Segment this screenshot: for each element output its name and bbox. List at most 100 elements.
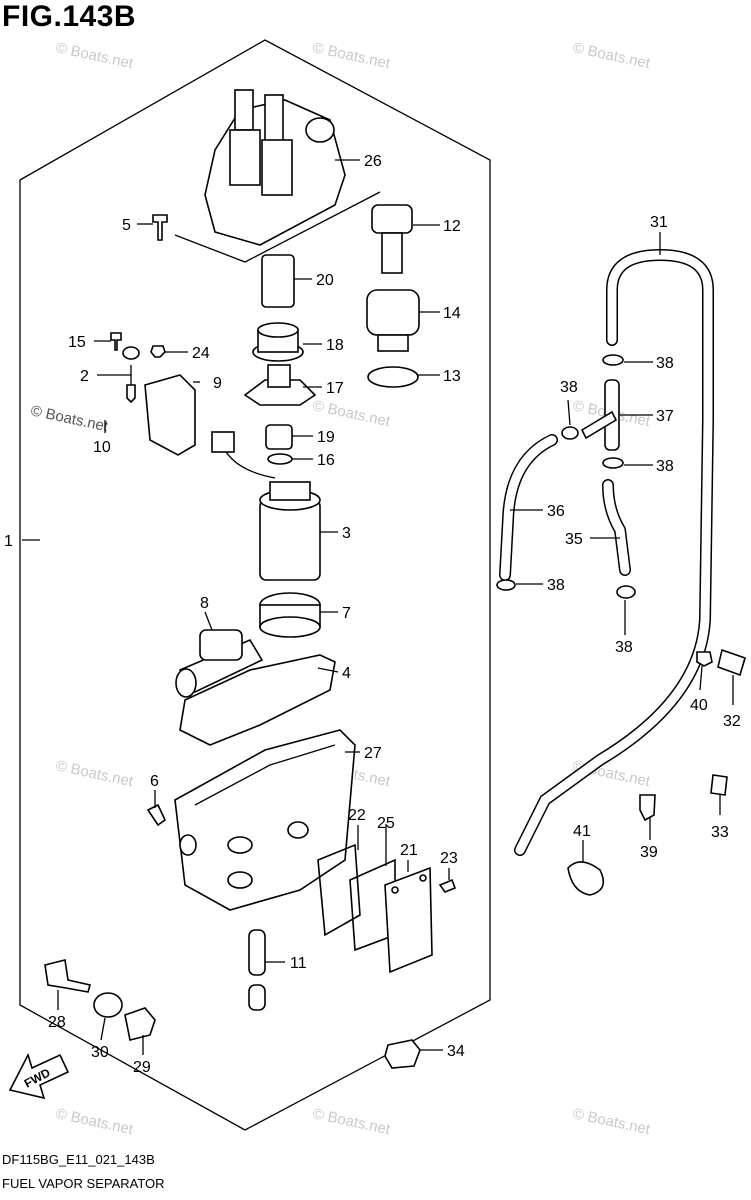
watermark: © Boats.net [54, 757, 135, 790]
callout-26: 26 [364, 153, 382, 170]
callout-40: 40 [690, 697, 708, 714]
callout-20: 20 [316, 272, 334, 289]
part-28-bolt [44, 959, 92, 993]
part-12-valve [371, 204, 413, 274]
callout-39: 39 [640, 844, 658, 861]
part-20-filter [261, 254, 295, 308]
watermark: © Boats.net [571, 39, 652, 72]
watermark: © Boats.net [54, 1105, 135, 1138]
part-36-hose-inner [500, 435, 557, 580]
hose-clips [496, 354, 636, 599]
part-11-pin [248, 984, 266, 1011]
part-13-o-ring [367, 366, 419, 388]
part-18-grommet [252, 322, 304, 362]
watermark: © Boats.net [54, 39, 135, 72]
callout-3: 3 [342, 525, 351, 542]
callout-10: 10 [93, 439, 111, 456]
part-14-holder [366, 289, 420, 352]
callout-19: 19 [317, 429, 335, 446]
callout-18: 18 [326, 337, 344, 354]
part-31-hose-inner [515, 250, 713, 855]
part-5-screw [152, 214, 168, 241]
part-33-clip [710, 774, 728, 796]
callout-4: 4 [342, 665, 351, 682]
callout-41: 41 [573, 823, 591, 840]
callout-25: 25 [377, 815, 395, 832]
part-41-band [567, 861, 605, 896]
callout-37: 37 [656, 408, 674, 425]
part-4-gasket [179, 654, 336, 746]
callout-24: 24 [192, 345, 210, 362]
part-8-filter-unit [175, 629, 264, 698]
part-16-o-ring [267, 453, 293, 465]
part-2-grommet [122, 346, 140, 360]
part-34-grommet [384, 1039, 421, 1069]
callout-33: 33 [711, 824, 729, 841]
part-15-screw [110, 332, 122, 351]
callout-11: 11 [290, 955, 307, 972]
fwd-arrow: FWD [8, 1052, 70, 1100]
diagram-code: DF115BG_E11_021_143B [2, 1152, 155, 1167]
part-39-clip [639, 794, 656, 822]
callout-21: 21 [400, 842, 418, 859]
callout-38: 38 [656, 458, 674, 475]
callout-15: 15 [68, 334, 86, 351]
callout-16: 16 [317, 452, 335, 469]
watermark: © Boats.net [311, 39, 392, 72]
part-3-fuel-pump [211, 431, 321, 581]
callout-29: 29 [133, 1059, 151, 1076]
callout-36: 36 [547, 503, 565, 520]
part-23-screw [438, 878, 457, 893]
part-11-pin [248, 929, 266, 976]
callout-38: 38 [560, 379, 578, 396]
callout-7: 7 [342, 605, 351, 622]
figure-title: FIG.143B [2, 0, 137, 33]
part-26-top-cover [174, 89, 381, 263]
callout-12: 12 [443, 218, 461, 235]
callout-17: 17 [326, 380, 344, 397]
callout-28: 28 [48, 1014, 66, 1031]
callout-2: 2 [80, 368, 89, 385]
callout-8: 8 [200, 595, 209, 612]
part-17-plate [243, 364, 317, 406]
part-40-bolt [696, 651, 713, 667]
watermark: © Boats.net [571, 1105, 652, 1138]
callout-13: 13 [443, 368, 461, 385]
callout-35: 35 [565, 531, 583, 548]
watermark: © Boats.net [311, 1105, 392, 1138]
callout-9: 9 [213, 375, 222, 392]
part-22-gasket [317, 843, 361, 937]
callout-23: 23 [440, 850, 458, 867]
callout-14: 14 [443, 305, 461, 322]
callout-32: 32 [723, 713, 741, 730]
watermark: © Boats.net [311, 397, 392, 430]
assembly-outline [19, 39, 491, 1131]
callout-30: 30 [91, 1044, 109, 1061]
part-2-collar [126, 384, 136, 404]
part-30-grommet [93, 992, 123, 1018]
part-21-plate [384, 866, 433, 974]
part-19-cap [265, 424, 293, 450]
part-32-clip [717, 648, 746, 677]
part-7-cushion [259, 592, 321, 638]
callout-38: 38 [656, 355, 674, 372]
leader-lines [22, 159, 734, 1055]
part-37-joint [580, 379, 620, 451]
callout-1: 1 [4, 533, 13, 550]
part-6-bolt [146, 803, 167, 827]
callout-38: 38 [547, 577, 565, 594]
callout-31: 31 [650, 214, 668, 231]
part-35-hose-inner [603, 480, 630, 575]
callout-27: 27 [364, 745, 382, 762]
callout-22: 22 [348, 807, 366, 824]
part-27-float-chamber [174, 729, 356, 911]
watermark: © Boats.net [29, 402, 110, 435]
part-9-cover [144, 374, 196, 456]
part-24-nut [150, 345, 166, 358]
diagram-caption: FUEL VAPOR SEPARATOR [2, 1176, 165, 1191]
part-29-collar [124, 1007, 156, 1041]
part-31-hose [514, 248, 714, 856]
callout-5: 5 [122, 217, 131, 234]
callout-34: 34 [447, 1043, 465, 1060]
